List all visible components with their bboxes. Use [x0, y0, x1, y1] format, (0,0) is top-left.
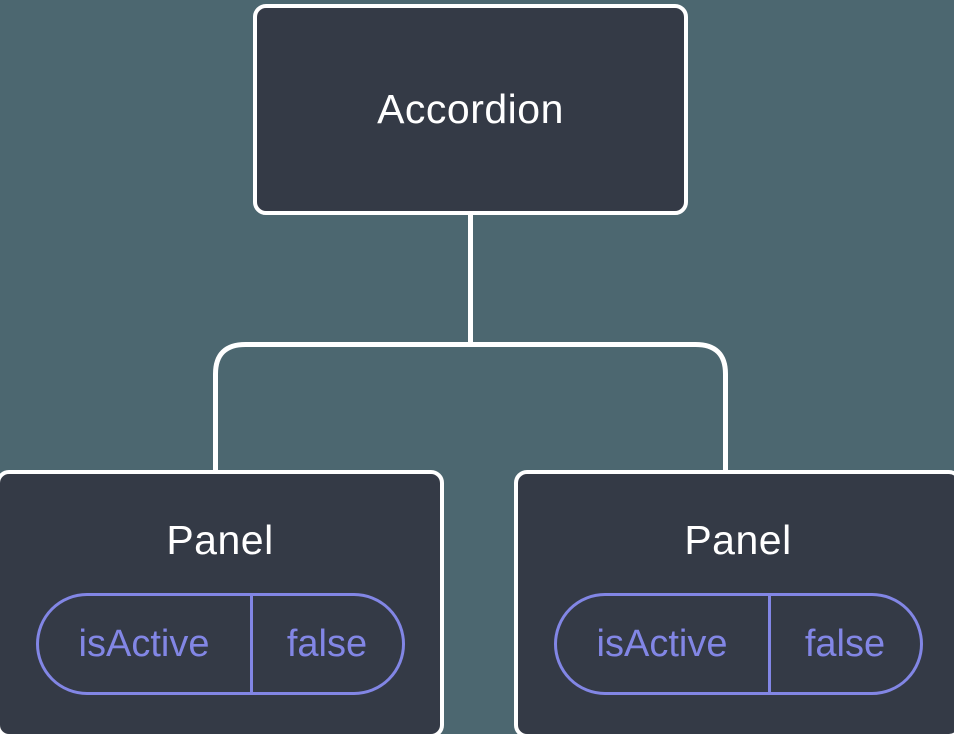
connector-bracket: [213, 342, 728, 472]
state-pill: isActive false: [35, 593, 405, 695]
state-name: isActive: [39, 596, 253, 692]
state-value: false: [286, 622, 368, 665]
state-value: false: [804, 622, 886, 665]
accordion-node: Accordion: [253, 4, 688, 215]
panel-node-label: Panel: [684, 517, 792, 563]
panel-node-right: Panel isActive false: [514, 470, 954, 734]
state-pill: isActive false: [553, 593, 923, 695]
accordion-node-label: Accordion: [377, 86, 564, 132]
panel-node-left: Panel isActive false: [0, 470, 444, 734]
state-name: isActive: [557, 596, 771, 692]
panel-node-label: Panel: [166, 517, 274, 563]
